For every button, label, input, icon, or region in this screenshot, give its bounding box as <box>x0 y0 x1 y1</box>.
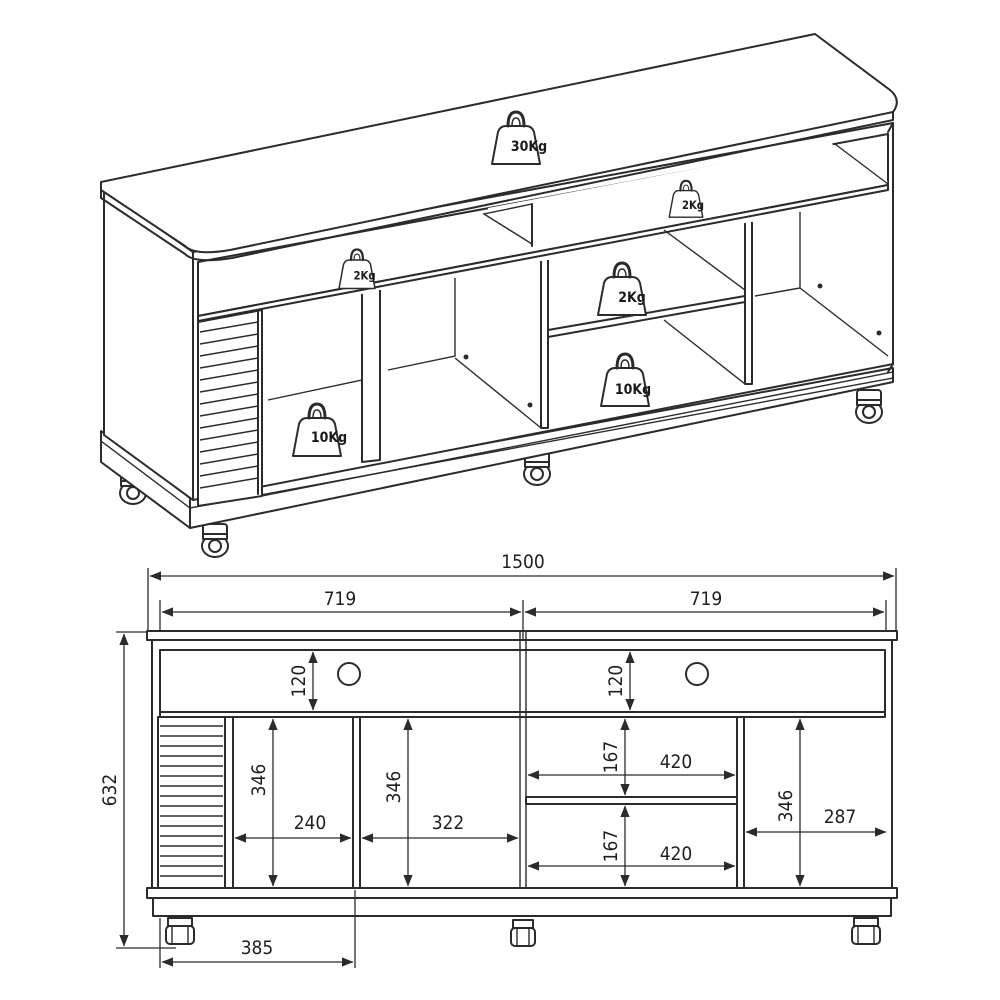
dim-niche3-bottom-width: 420 <box>660 843 693 865</box>
weight-upper-right-label: 2Kg <box>682 199 704 212</box>
weight-bottom-center-icon: 10Kg <box>599 352 651 408</box>
caster-icon <box>165 917 195 945</box>
caster-icon <box>855 389 883 424</box>
perspective-view: 30Kg 2Kg 2Kg 2Kg 10Kg 10Kg <box>100 33 898 558</box>
dim-niche1-width: 240 <box>294 812 327 834</box>
dim-right-half: 719 <box>690 588 723 610</box>
caster-icon <box>510 919 536 947</box>
dim-niche3-top-width: 420 <box>660 751 693 773</box>
weight-bottom-left-icon: 10Kg <box>291 402 347 458</box>
weight-bottom-center-label: 10Kg <box>615 382 651 398</box>
dim-niche2-width: 322 <box>432 812 465 834</box>
weight-mid-shelf-icon: 2Kg <box>596 261 648 317</box>
dim-niche1-height: 346 <box>248 764 270 797</box>
dim-total-width: 1500 <box>501 551 545 573</box>
caster-icon <box>201 523 229 558</box>
dim-bottom-offset: 385 <box>241 937 274 959</box>
weight-bottom-left-label: 10Kg <box>311 430 347 446</box>
dim-niche2-height: 346 <box>383 771 405 804</box>
dim-height: 632 <box>99 774 121 807</box>
caster-icon <box>851 917 881 945</box>
dim-niche4-height: 346 <box>775 790 797 823</box>
dim-drawer-left: 120 <box>288 665 310 698</box>
dim-niche4-width: 287 <box>824 806 857 828</box>
weight-upper-right-icon: 2Kg <box>668 179 704 219</box>
weight-upper-left-icon: 2Kg <box>337 248 377 290</box>
weight-top-icon: 30Kg <box>490 110 547 166</box>
dim-left-half: 719 <box>324 588 357 610</box>
weight-mid-shelf-label: 2Kg <box>618 290 646 306</box>
dim-drawer-right: 120 <box>605 665 627 698</box>
weight-upper-left-label: 2Kg <box>353 270 375 283</box>
front-elevation: 1500 719 719 632 120 120 346 240 346 322… <box>99 551 898 968</box>
dim-niche3-bottom-height: 167 <box>600 830 622 863</box>
weight-top-label: 30Kg <box>511 139 547 155</box>
dim-niche3-top-height: 167 <box>600 741 622 774</box>
